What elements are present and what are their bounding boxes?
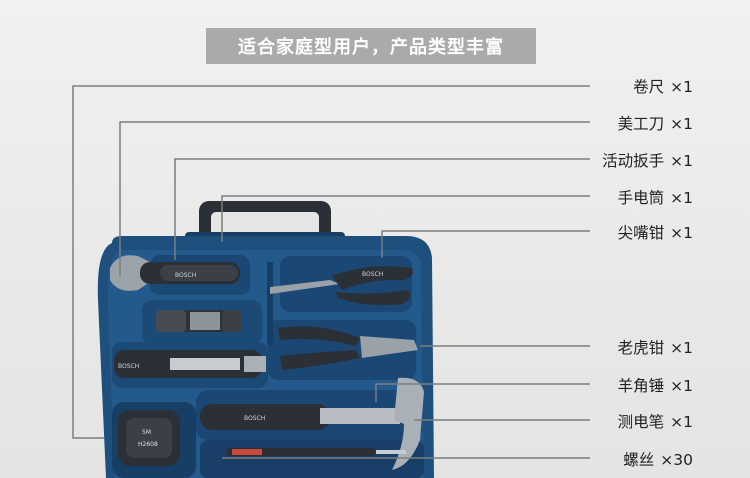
utility-knife: BOSCH [114,350,266,378]
label-name: 手电筒 [617,189,665,207]
flashlight [156,310,242,332]
section-title: 适合家庭型用户，产品类型丰富 [206,28,536,64]
label-qty: ×1 [670,377,693,395]
voltage-tester [226,448,406,456]
tape-size: 5M [142,429,151,436]
label-qty: ×30 [660,451,693,469]
label-name: 螺丝 [623,451,655,469]
callout-line-needle-pliers [381,230,590,258]
label-name: 羊角锤 [617,377,665,395]
label-combination-pliers: 老虎钳 ×1 [618,336,693,358]
label-name: 卷尺 [633,78,665,96]
label-name: 老虎钳 [617,339,665,357]
hammer-brand: BOSCH [244,415,265,422]
knife-brand: BOSCH [118,363,139,370]
callout-line-wrench [174,158,590,260]
callout-line-tape [72,85,590,439]
label-utility-knife: 美工刀 ×1 [618,112,693,134]
label-tape-measure: 卷尺 ×1 [633,75,693,97]
label-name: 测电笔 [617,413,665,431]
label-flashlight: 手电筒 ×1 [618,186,693,208]
label-screws: 螺丝 ×30 [623,448,693,470]
label-qty: ×1 [670,224,693,242]
wrench-brand: BOSCH [175,272,196,279]
pliers-brand: BOSCH [362,271,383,278]
label-qty: ×1 [670,339,693,357]
label-adjustable-wrench: 活动扳手 ×1 [602,149,693,171]
callout-line-flashlight [221,195,590,242]
tape-measure: 5M H2608 [118,410,180,466]
label-name: 尖嘴钳 [617,224,665,242]
callout-line-knife [119,121,590,276]
label-name: 美工刀 [617,115,665,133]
label-claw-hammer: 羊角锤 ×1 [618,374,693,396]
label-qty: ×1 [670,115,693,133]
label-voltage-tester: 测电笔 ×1 [618,410,693,432]
label-qty: ×1 [670,189,693,207]
label-qty: ×1 [670,413,693,431]
label-name: 活动扳手 [602,152,665,170]
label-needle-nose-pliers: 尖嘴钳 ×1 [618,221,693,243]
callout-line-hammer [375,383,590,402]
claw-hammer: BOSCH [200,377,424,470]
needle-nose-pliers: BOSCH [270,266,413,306]
label-qty: ×1 [670,78,693,96]
tape-code: H2608 [138,441,158,448]
callout-lines [72,85,590,459]
label-qty: ×1 [670,152,693,170]
combination-pliers [278,326,418,370]
